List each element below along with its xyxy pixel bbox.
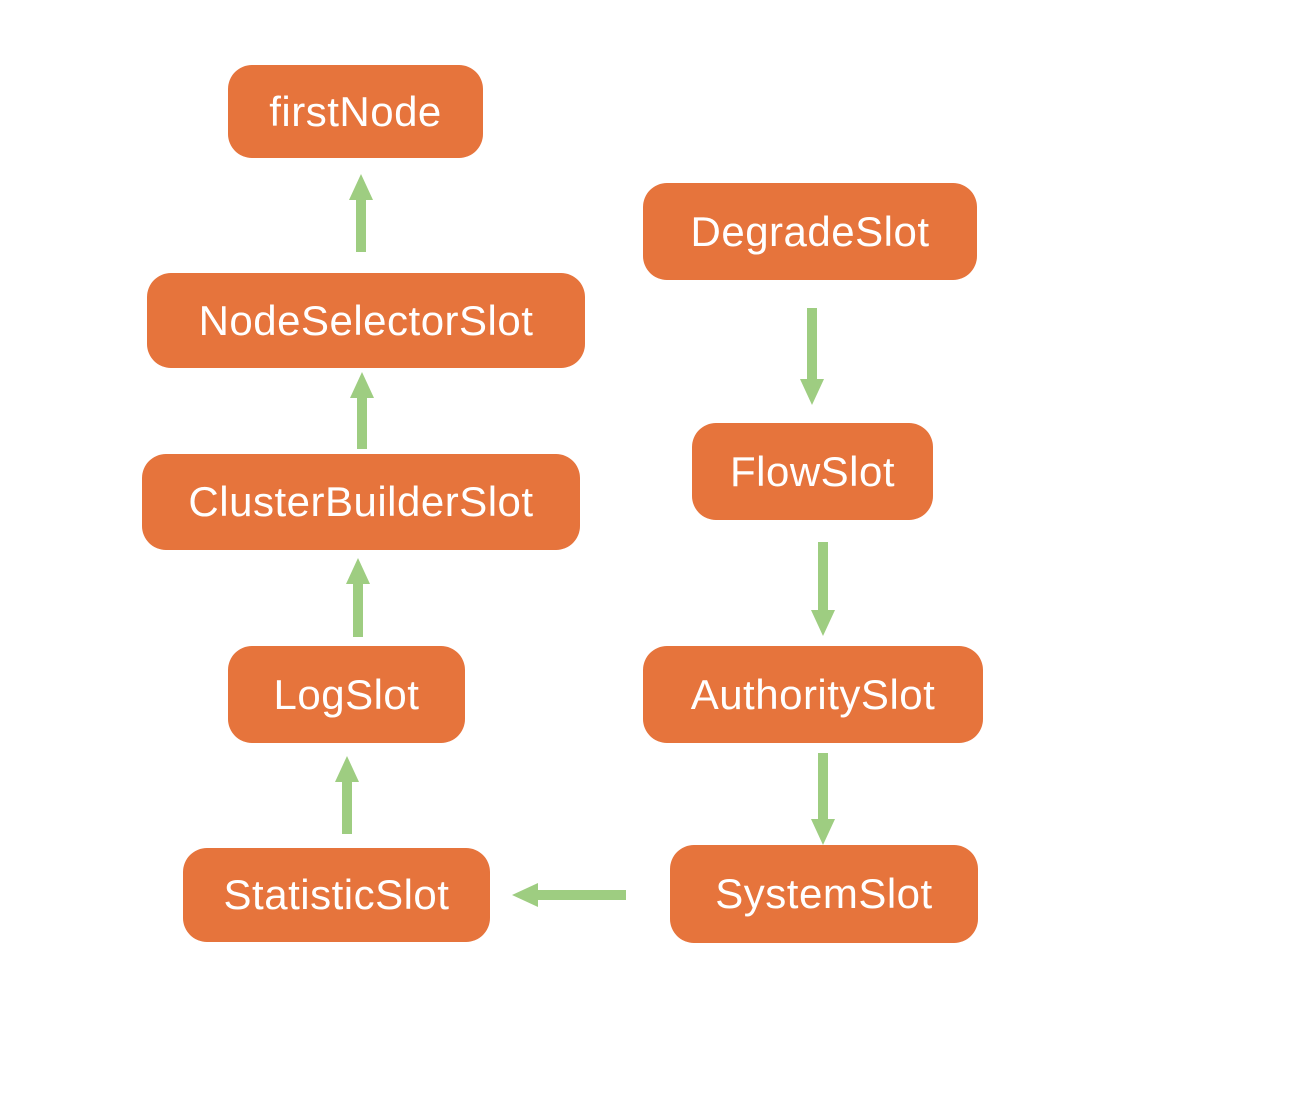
arrow-shaft — [818, 753, 828, 821]
node-statisticslot: StatisticSlot — [183, 848, 490, 942]
arrowhead-down-icon — [800, 379, 824, 405]
node-systemslot: SystemSlot — [670, 845, 978, 943]
arrowhead-down-icon — [811, 610, 835, 636]
arrow-clusterbuilderslot-to-nodeselectorslot-icon — [350, 372, 374, 449]
arrow-shaft — [342, 780, 352, 834]
arrow-shaft — [818, 542, 828, 612]
arrow-logslot-to-clusterbuilderslot-icon — [346, 558, 370, 637]
node-nodeselectorslot: NodeSelectorSlot — [147, 273, 585, 368]
node-nodeselectorslot-label: NodeSelectorSlot — [198, 296, 534, 344]
arrowhead-left-icon — [512, 883, 538, 907]
arrow-authorityslot-to-systemslot-icon — [811, 753, 835, 845]
node-authorityslot-label: AuthoritySlot — [690, 670, 936, 718]
node-degradeslot-label: DegradeSlot — [690, 207, 930, 255]
node-flowslot-label: FlowSlot — [729, 447, 896, 495]
node-authorityslot: AuthoritySlot — [643, 646, 983, 743]
arrow-nodeselectorslot-to-firstnode-icon — [349, 174, 373, 252]
arrow-systemslot-to-statisticslot-icon — [512, 883, 626, 907]
node-statisticslot-label: StatisticSlot — [223, 871, 450, 918]
arrow-flowslot-to-authorityslot-icon — [811, 542, 835, 636]
arrowhead-down-icon — [811, 819, 835, 845]
arrow-shaft — [807, 308, 817, 381]
arrow-shaft — [536, 890, 626, 900]
node-logslot: LogSlot — [228, 646, 465, 743]
node-clusterbuilderslot-label: ClusterBuilderSlot — [188, 478, 534, 525]
arrowhead-up-icon — [350, 372, 374, 398]
arrowhead-up-icon — [346, 558, 370, 584]
node-flowslot: FlowSlot — [692, 423, 933, 520]
arrowhead-up-icon — [335, 756, 359, 782]
arrow-degradeslot-to-flowslot-icon — [800, 308, 824, 405]
node-systemslot-label: SystemSlot — [715, 870, 933, 917]
node-logslot-label: LogSlot — [273, 670, 420, 718]
node-firstnode-label: firstNode — [269, 87, 442, 135]
node-firstnode: firstNode — [228, 65, 483, 158]
node-clusterbuilderslot: ClusterBuilderSlot — [142, 454, 580, 550]
arrowhead-up-icon — [349, 174, 373, 200]
arrow-shaft — [356, 198, 366, 252]
arrow-shaft — [353, 582, 363, 637]
node-degradeslot: DegradeSlot — [643, 183, 977, 280]
arrow-shaft — [357, 396, 367, 449]
arrow-statisticslot-to-logslot-icon — [335, 756, 359, 834]
